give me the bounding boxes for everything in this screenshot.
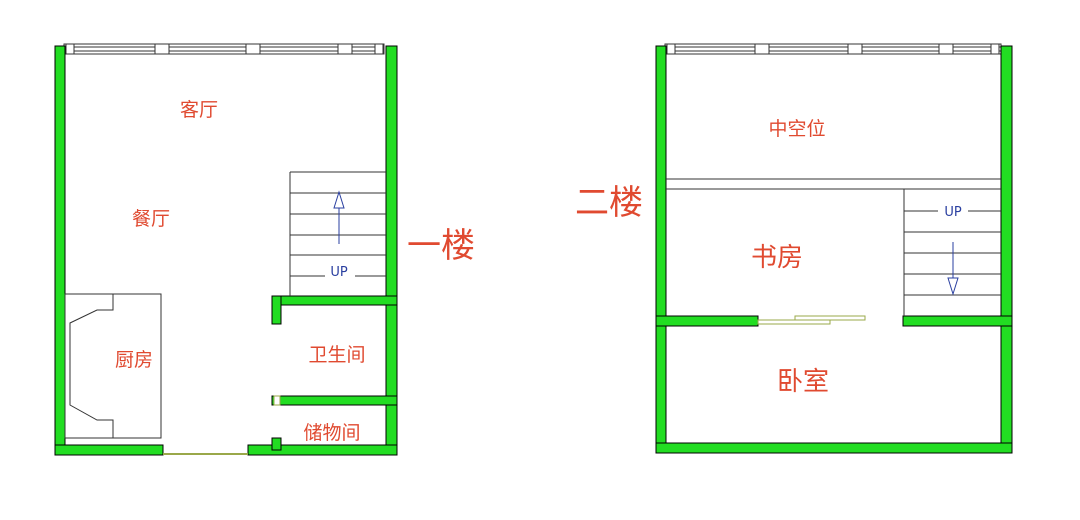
room-label-kitchen: 厨房 — [115, 349, 153, 371]
room-label-storage: 储物间 — [303, 422, 360, 444]
floor-1-stair-arrow — [333, 190, 345, 244]
floor-2-plan: UP 中空位 书房 卧室 二楼 — [575, 43, 1013, 454]
room-label-bathroom: 卫生间 — [308, 344, 365, 366]
floor-1-stairs — [289, 171, 386, 296]
floor-2-stair-arrow — [947, 242, 959, 296]
floor-1-stair-label: UP — [330, 265, 348, 280]
room-label-bedroom: 卧室 — [777, 367, 829, 397]
floor-1-walls — [54, 45, 398, 456]
floor-2-title: 二楼 — [575, 183, 643, 223]
room-label-void: 中空位 — [768, 118, 825, 140]
floor-1-plan: UP 客厅 餐厅 厨房 卫生间 储物间 一楼 — [54, 43, 475, 456]
floor-2-stair-label: UP — [944, 205, 962, 220]
room-label-study: 书房 — [751, 243, 803, 273]
floor-1-window — [63, 43, 385, 55]
void-railing — [666, 178, 1001, 190]
bathroom-door — [273, 395, 281, 406]
floor-2-window — [664, 43, 1002, 55]
floor-1-title: 一楼 — [407, 226, 475, 266]
kitchen-counter — [64, 293, 162, 439]
study-sliding-door — [757, 315, 866, 325]
room-label-living: 客厅 — [180, 99, 218, 121]
floor-2-walls — [655, 45, 1013, 454]
room-label-dining: 餐厅 — [132, 208, 170, 230]
